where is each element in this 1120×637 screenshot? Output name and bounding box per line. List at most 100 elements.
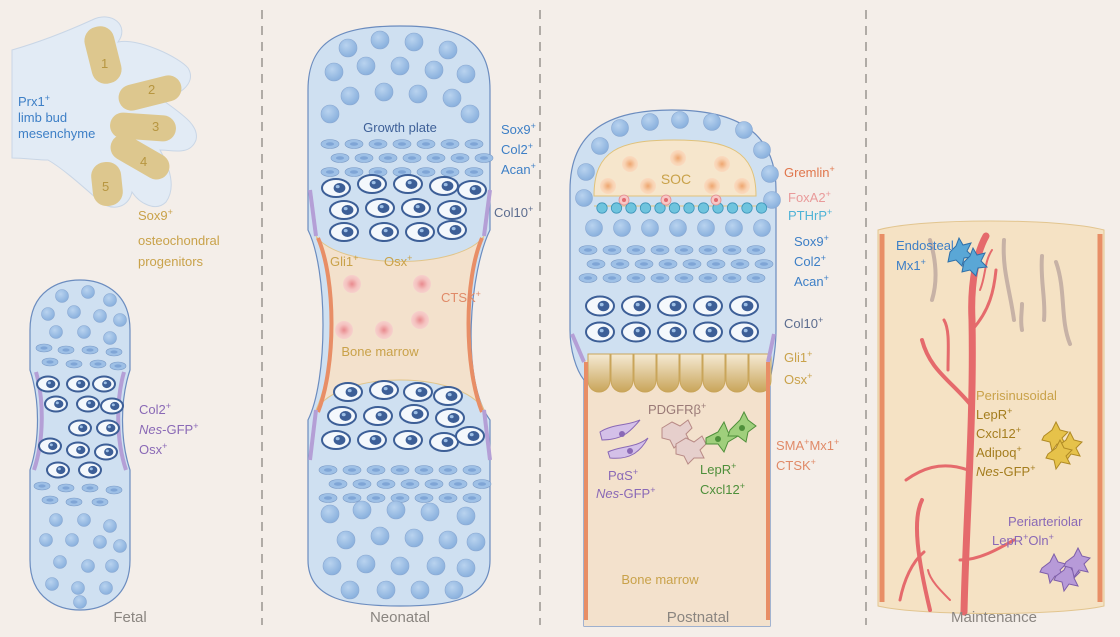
cell-nucleus: [102, 380, 111, 388]
cell-nucleus: [342, 227, 354, 237]
cell-nucleolus: [348, 389, 352, 392]
resting-chondrocyte: [736, 122, 753, 139]
cell-nucleolus: [470, 433, 474, 436]
fetal-cartilage-anlage: [30, 280, 130, 610]
cell-nucleus: [592, 262, 600, 266]
cell-nucleus: [422, 170, 430, 174]
resting-chondrocyte: [66, 534, 79, 547]
cell-nucleus: [382, 227, 394, 237]
cell-nucleus: [704, 276, 712, 280]
pthrp-cell: [756, 203, 766, 213]
neonatal-ctsk-label: CTSK+: [441, 289, 481, 305]
cell-nucleus: [416, 387, 428, 397]
cell-nucleus: [342, 205, 354, 215]
cell-nucleus: [70, 362, 77, 365]
pthrp-cell: [597, 203, 607, 213]
cell-nucleolus: [90, 468, 93, 471]
cell-nucleus: [334, 482, 342, 486]
svg-text:FoxA2+: FoxA2+: [788, 189, 831, 205]
postnatal-col10-label: Col10+: [784, 315, 823, 331]
cell-nucleus: [340, 411, 352, 421]
cell-nucleus: [348, 496, 356, 500]
cell-nucleus: [470, 142, 478, 146]
cell-nucleus: [706, 327, 718, 337]
cell-nucleolus: [48, 382, 51, 385]
cell-nucleus: [680, 248, 688, 252]
svg-text:Sox9+: Sox9+: [794, 233, 829, 249]
cell-nucleus: [446, 391, 458, 401]
cell-nucleus: [370, 179, 382, 189]
cell-nucleolus: [744, 303, 748, 306]
cell-nucleus: [742, 327, 754, 337]
cell-nucleus: [106, 424, 115, 432]
primary-spongiosa-trabecula: [703, 354, 725, 392]
cell-nucleus: [670, 327, 682, 337]
cell-nucleus: [348, 468, 356, 472]
svg-text:Osx+: Osx+: [784, 371, 812, 387]
resting-chondrocyte: [82, 286, 95, 299]
cell-nucleus: [456, 156, 464, 160]
cell-nucleus: [616, 262, 624, 266]
cell-nucleus: [76, 446, 85, 454]
primary-spongiosa-trabecula: [726, 354, 748, 392]
cell-nucleolus: [600, 329, 604, 332]
resting-chondrocyte: [411, 581, 429, 599]
cell-nucleus: [384, 156, 392, 160]
cell-nucleolus: [106, 450, 109, 453]
cell-nucleolus: [336, 437, 340, 440]
cell-nucleus: [622, 198, 626, 202]
cell-nucleus: [104, 448, 113, 456]
cell-nucleus: [640, 262, 648, 266]
cell-nucleolus: [112, 404, 115, 407]
neonatal-bone-marrow-label: Bone marrow: [341, 344, 419, 359]
cell-nucleus: [378, 203, 390, 213]
resting-chondrocyte: [427, 557, 445, 575]
postnatal-soc-markers: Gremlin+ FoxA2+ PTHrP+: [784, 164, 835, 223]
cell-nucleus: [86, 348, 93, 351]
cell-nucleus: [372, 468, 380, 472]
cell-nucleus: [334, 183, 346, 193]
cell-nucleus: [346, 387, 358, 397]
cell-nucleus: [480, 156, 488, 160]
cell-nucleolus: [344, 207, 348, 210]
svg-text:Col2+: Col2+: [794, 253, 826, 269]
cell-nucleus: [450, 225, 462, 235]
cell-nucleolus: [380, 205, 384, 208]
resting-chondrocyte: [375, 83, 393, 101]
cell-nucleus: [398, 142, 406, 146]
cell-nucleus: [664, 262, 672, 266]
cell-nucleolus: [342, 413, 346, 416]
resting-chondrocyte: [576, 190, 593, 207]
cell-nucleolus: [56, 402, 59, 405]
cell-nucleus: [742, 301, 754, 311]
resting-chondrocyte: [391, 57, 409, 75]
cell-nucleolus: [104, 382, 107, 385]
cell-nucleus: [584, 276, 592, 280]
resting-chondrocyte: [100, 582, 113, 595]
svg-text:Perisinusoidal: Perisinusoidal: [976, 388, 1057, 403]
resting-chondrocyte: [40, 534, 53, 547]
svg-text:Gremlin+: Gremlin+: [784, 164, 835, 180]
cell-nucleus: [688, 262, 696, 266]
pthrp-cell: [727, 203, 737, 213]
cell-nucleolus: [420, 229, 424, 232]
cell-nucleus: [334, 435, 346, 445]
cell-nucleolus: [672, 303, 676, 306]
cell-nucleolus: [408, 437, 412, 440]
cell-nucleus: [470, 170, 478, 174]
resting-chondrocyte: [50, 326, 63, 339]
fetal-marker-labels: Col2+ Nes-GFP+ Osx+: [139, 401, 198, 457]
cell-nucleus: [382, 482, 390, 486]
primary-spongiosa-trabecula: [634, 354, 656, 392]
resting-chondrocyte: [106, 560, 119, 573]
cell-nucleus: [712, 262, 720, 266]
svg-text:mesenchyme: mesenchyme: [18, 126, 95, 141]
digit-label-2: 2: [148, 82, 155, 97]
cell-nucleus: [414, 203, 426, 213]
cell-nucleolus: [450, 415, 454, 418]
soc-region: [594, 140, 756, 196]
svg-text:Col2+: Col2+: [139, 401, 171, 417]
resting-chondrocyte: [377, 581, 395, 599]
cell-nucleolus: [78, 448, 81, 451]
cell-nucleus: [38, 484, 45, 487]
